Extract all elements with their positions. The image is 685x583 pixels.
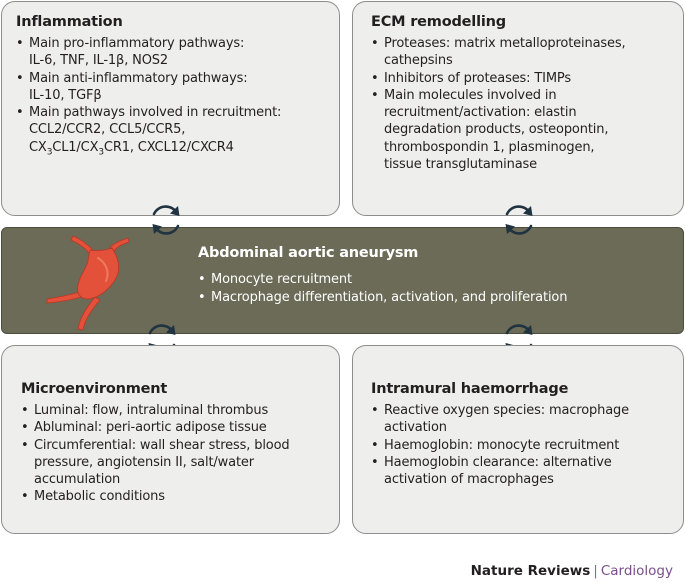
microenvironment-title: Microenvironment [21,381,168,397]
microenvironment-panel: Microenvironment Luminal: flow, intralum… [1,345,340,534]
list-item-line: IL-10, TGFβ [29,87,102,103]
list-item-line: Circumferential: wall shear stress, bloo… [34,437,290,453]
inflammation-list: Main pro-inflammatory pathways: IL-6, TN… [16,35,325,162]
list-item-line: Haemoglobin: monocyte recruitment [384,437,620,453]
list-item: Inhibitors of proteases: TIMPs [371,70,669,88]
list-item-line: Haemoglobin clearance: alternative [384,454,612,470]
list-item-line: accumulation [34,472,121,488]
aneurysm-title: Abdominal aortic aneurysm [198,245,419,261]
aorta-aneurysm-icon [46,235,130,331]
list-item-line: IL-6, TNF, IL-1β, NOS2 [29,53,169,69]
haemorrhage-title: Intramural haemorrhage [371,381,569,397]
list-item: Luminal: flow, intraluminal thrombus [21,402,325,420]
list-item-line: Main pro-inflammatory pathways: [29,36,245,51]
list-item-line: Main anti-inflammatory pathways: [29,70,248,86]
haemorrhage-list: Reactive oxygen species: macrophage acti… [371,402,669,488]
list-item-line: Reactive oxygen species: macrophage [384,403,629,418]
list-item: Main pathways involved in recruitment: C… [16,104,325,161]
cycle-arrows-icon [505,205,533,235]
inflammation-title: Inflammation [16,14,123,30]
list-item: Metabolic conditions [21,488,325,506]
list-item-line: Metabolic conditions [34,489,165,505]
list-item-line: cathepsins [384,53,453,69]
list-item: Main anti-inflammatory pathways: IL-10, … [16,70,325,105]
list-item: Haemoglobin clearance: alternative activ… [371,454,669,489]
list-item: Main molecules involved in recruitment/a… [371,87,669,173]
list-item-line: Abluminal: peri-aortic adipose tissue [34,420,267,436]
list-item: Macrophage differentiation, activation, … [198,289,567,307]
list-item: Monocyte recruitment [198,271,567,289]
list-item-line: activation [384,420,447,436]
list-item-line: CX3CL1/CX3CR1, CXCL12/CXCR4 [29,139,234,158]
list-item-line: Luminal: flow, intraluminal thrombus [34,403,269,418]
list-item: Abluminal: peri-aortic adipose tissue [21,419,325,437]
list-item-line: Inhibitors of proteases: TIMPs [384,70,572,86]
ecm-list: Proteases: matrix metalloproteinases, ca… [371,35,669,173]
list-item: Haemoglobin: monocyte recruitment [371,437,669,455]
list-item-line: CCL2/CCR2, CCL5/CCR5, [29,122,186,138]
list-item-line: Proteases: matrix metalloproteinases, [384,36,626,51]
list-item-line: pressure, angiotensin II, salt/water [34,454,254,470]
microenvironment-list: Luminal: flow, intraluminal thrombus Abl… [21,402,325,506]
brand-name: Nature Reviews [470,563,591,579]
haemorrhage-panel: Intramural haemorrhage Reactive oxygen s… [352,345,684,534]
list-item-line: degradation products, osteopontin, [384,122,609,138]
cycle-arrows-icon [152,205,180,235]
journal-credit: Nature Reviews|Cardiology [471,563,673,579]
list-item: Circumferential: wall shear stress, bloo… [21,437,325,489]
journal-name: Cardiology [600,563,673,579]
list-item-line: Main pathways involved in recruitment: [29,105,282,121]
list-item-line: activation of macrophages [384,472,554,488]
list-item-line: Main molecules involved in [384,87,557,103]
list-item-line: recruitment/activation: elastin [384,105,577,121]
list-item-line: thrombospondin 1, plasminogen, [384,139,595,155]
ecm-remodelling-panel: ECM remodelling Proteases: matrix metall… [352,1,684,216]
ecm-title: ECM remodelling [371,14,506,30]
aneurysm-list: Monocyte recruitment Macrophage differen… [198,271,567,307]
list-item: Main pro-inflammatory pathways: IL-6, TN… [16,35,325,70]
inflammation-panel: Inflammation Main pro-inflammatory pathw… [1,1,340,216]
separator: | [593,563,598,579]
list-item-line: tissue transglutaminase [384,157,538,173]
list-item: Reactive oxygen species: macrophage acti… [371,402,669,437]
list-item: Proteases: matrix metalloproteinases, ca… [371,35,669,70]
